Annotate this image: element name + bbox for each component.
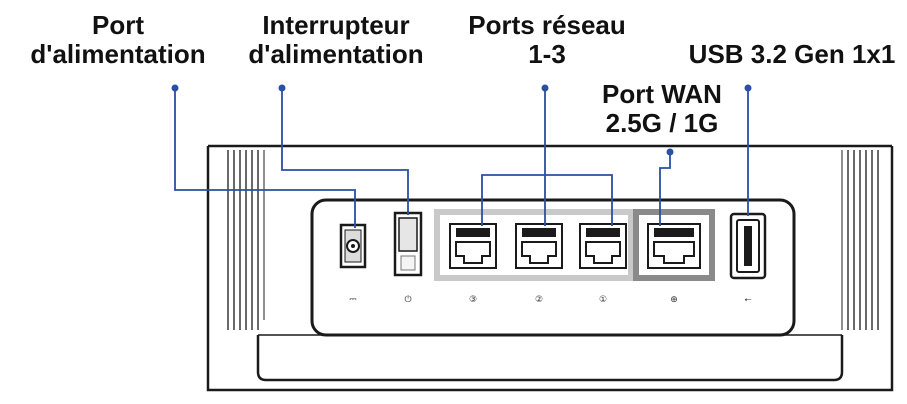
right-vent bbox=[841, 150, 879, 330]
router-base bbox=[256, 335, 844, 382]
power-switch[interactable] bbox=[393, 211, 423, 277]
router-outer-frame bbox=[206, 146, 894, 392]
wan-port-dot bbox=[666, 148, 674, 156]
usb-tongue bbox=[744, 226, 752, 266]
usb-port-dot bbox=[744, 84, 752, 92]
power-switch-label-line1: Interrupteur bbox=[262, 10, 409, 40]
lan-port-1[interactable] bbox=[449, 223, 497, 269]
power-port-dot bbox=[171, 84, 179, 92]
power-symbol-icon: ⎓ bbox=[349, 295, 356, 305]
power-switch-symbol-icon: ⏻ bbox=[404, 294, 411, 305]
lan-ports-label-line1: Ports réseau bbox=[468, 10, 626, 40]
usb-port[interactable] bbox=[729, 212, 767, 280]
lan-port-2[interactable] bbox=[515, 223, 563, 269]
power-switch-leader bbox=[281, 88, 409, 215]
wan-port-label-line2: 2.5G / 1G bbox=[606, 108, 719, 138]
power-port[interactable] bbox=[339, 223, 367, 269]
left-vent bbox=[227, 150, 265, 330]
power-port-leader bbox=[174, 88, 356, 228]
wan-port-label-line1: Port WAN bbox=[602, 79, 722, 109]
power-switch-dot bbox=[278, 84, 286, 92]
lan-3-number-icon: ① bbox=[599, 295, 607, 305]
lan-2-number-icon: ② bbox=[535, 295, 543, 305]
wan-port-leader bbox=[659, 152, 671, 226]
callout-dots bbox=[171, 84, 752, 156]
power-switch-rocker bbox=[398, 217, 418, 252]
lan-1-number-icon: ③ bbox=[469, 295, 477, 305]
usb-symbol-icon: ⭠ bbox=[744, 295, 751, 305]
lan-bracket-leader bbox=[481, 174, 613, 226]
usb-port-label: USB 3.2 Gen 1x1 bbox=[689, 39, 896, 69]
wan-port[interactable] bbox=[647, 223, 701, 269]
power-port-label-line2: d'alimentation bbox=[30, 39, 205, 69]
lan-ports-dot bbox=[541, 84, 549, 92]
leader-lines bbox=[174, 88, 749, 228]
power-port-label-line1: Port bbox=[92, 10, 144, 40]
wan-globe-icon: ⊕ bbox=[670, 295, 678, 305]
lan-port-3[interactable] bbox=[579, 223, 627, 269]
power-switch-label-line2: d'alimentation bbox=[248, 39, 423, 69]
lan-ports-label-line2: 1-3 bbox=[528, 39, 566, 69]
